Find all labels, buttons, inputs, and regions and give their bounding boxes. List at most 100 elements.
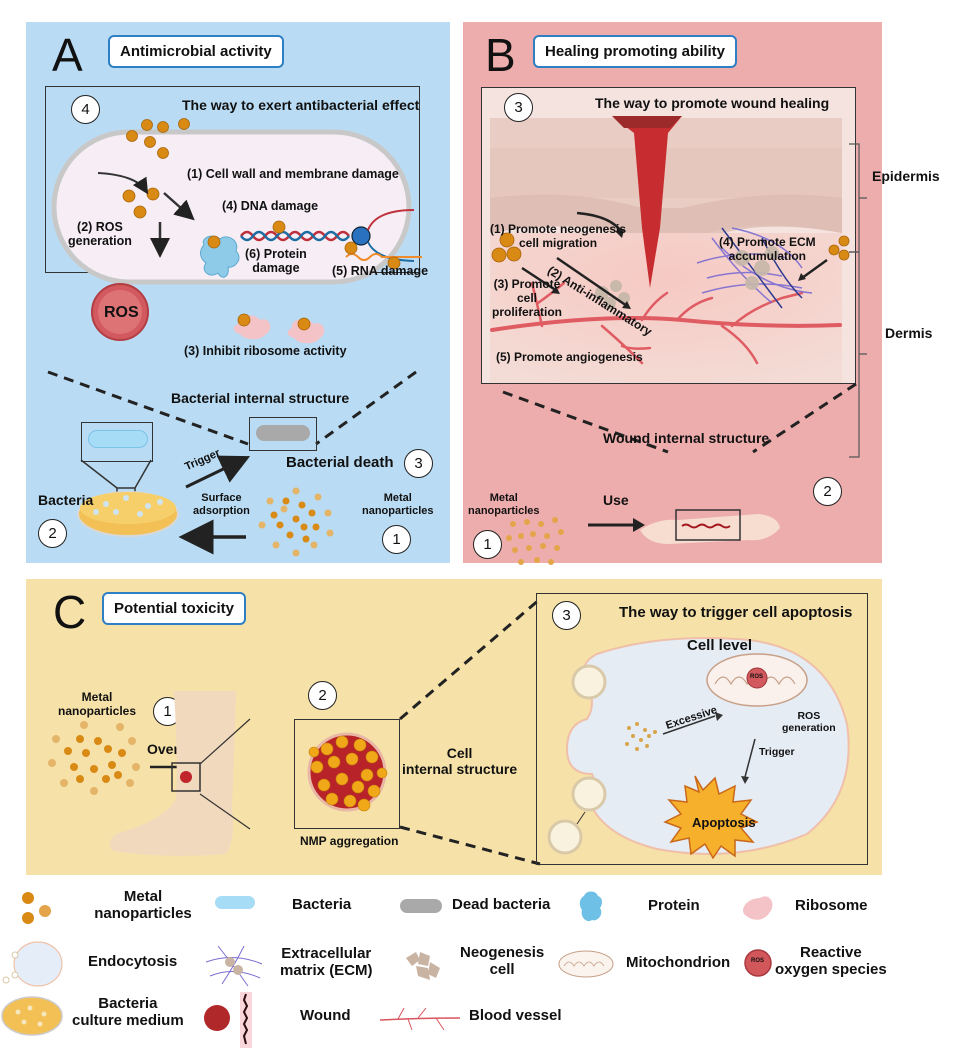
legend-label-metal-nanoparticles: Metal nanoparticles	[78, 888, 208, 923]
mechanism-cell-wall: (1) Cell wall and membrane damage	[187, 167, 399, 181]
legend-line1: Neogenesis	[460, 944, 545, 961]
mechanism-ecm-line1: (4) Promote ECM	[719, 235, 816, 249]
panel-letter-a: A	[52, 29, 83, 81]
mechanism-protein-line1: (6) Protein	[245, 247, 307, 261]
culture-medium-icon	[1, 996, 63, 1036]
ribosome-icon	[743, 896, 773, 920]
layer-brackets	[849, 143, 867, 458]
adsorption-line2: adsorption	[193, 504, 250, 517]
mechanism-proliferation-line2: cell	[517, 290, 538, 305]
dead-bacterium-frame	[249, 417, 317, 451]
step-badge-1: 1	[382, 525, 411, 554]
bacterial-death-label: Bacterial death	[286, 454, 394, 471]
ros-generation-label: ROS generation	[782, 710, 836, 734]
aggregation-label: NMP aggregation	[300, 834, 399, 848]
legend-line2: nanoparticles	[94, 905, 192, 923]
mechanism-rna: (5) RNA damage	[332, 264, 429, 278]
structure-label: Wound internal structure	[603, 430, 770, 446]
step-badge-2: 2	[38, 519, 67, 548]
cell-structure-line1: Cell	[446, 745, 473, 761]
metal-nanoparticles-icon	[258, 487, 334, 557]
legend-label-bacteria: Bacteria	[292, 896, 352, 913]
legend-label-protein: Protein	[648, 897, 700, 914]
mechanism-protein: (6) Protein damage	[245, 247, 307, 276]
mechanism-migration-line1: (1) Promote neogenesis	[490, 222, 627, 236]
legend-label-ribosome: Ribosome	[795, 897, 868, 914]
legend-label-wound: Wound	[300, 1007, 351, 1024]
dead-bacteria-icon	[256, 425, 310, 441]
metal-nanoparticles-icon	[22, 892, 51, 924]
structure-label: Bacterial internal structure	[171, 390, 350, 406]
step-badge-1: 1	[473, 530, 502, 559]
legend-label-endocytosis: Endocytosis	[88, 953, 178, 970]
cell-structure-line2: internal structure	[402, 761, 518, 778]
metal-nanoparticles-label: Metal nanoparticles	[58, 690, 137, 719]
apoptosis-inset: 3 The way to trigger cell apoptosis Cell…	[536, 593, 868, 865]
use-label: Use	[603, 492, 629, 508]
legend-label-neogenesis-cell: Neogenesis cell	[460, 944, 544, 979]
trigger-arrow	[185, 455, 251, 489]
epidermis-label: Epidermis	[872, 168, 940, 184]
bacteria-label: Bacteria	[38, 492, 94, 508]
legend-line1: Bacteria	[98, 995, 158, 1012]
panel-letter-b: B	[485, 29, 516, 81]
metal-nanoparticles-line2: nanoparticles	[362, 504, 434, 517]
legend-label-blood-vessel: Blood vessel	[469, 1007, 562, 1024]
aggregation-zoom-lines	[199, 718, 251, 830]
dna-icon	[240, 209, 422, 270]
leg-icon	[109, 691, 236, 856]
ros-generation-line1: ROS	[797, 710, 821, 722]
arm-wound-icon	[640, 509, 780, 544]
metal-nanoparticles-label: Metal nanoparticles	[362, 492, 434, 517]
metal-nanoparticles-line1: Metal	[489, 492, 518, 504]
adsorption-label: Surface adsorption	[193, 492, 250, 517]
cell-membrane	[547, 637, 850, 860]
zoom-dashed-lines	[399, 597, 541, 866]
bacteria-icon	[215, 896, 255, 909]
dead-bacteria-icon	[400, 899, 442, 913]
mechanism-migration: (1) Promote neogenesis cell migration	[490, 222, 627, 251]
inset-title: The way to trigger cell apoptosis	[619, 604, 853, 621]
inset-title: The way to exert antibacterial effect	[182, 97, 420, 113]
legend-line1: Metal	[123, 888, 163, 905]
panel-title-toxicity: Potential toxicity	[102, 592, 247, 625]
aggregation-frame	[294, 719, 400, 829]
mechanism-migration-line2: cell migration	[519, 235, 598, 250]
bacterial-inset: 4 The way to exert antibacterial effect …	[45, 86, 428, 285]
ros-label: ROS	[104, 304, 139, 321]
metal-nanoparticles-line1: Metal	[81, 690, 113, 704]
panel-title-healing: Healing promoting ability	[533, 35, 738, 68]
inset-title: The way to promote wound healing	[595, 95, 830, 111]
ribosome-icon	[233, 313, 325, 344]
mechanism-ros: (2) ROS generation	[68, 220, 132, 249]
mechanism-dna: (4) DNA damage	[222, 199, 319, 213]
use-arrow	[588, 518, 645, 532]
step-badge-3: 3	[404, 449, 433, 478]
apoptosis-label: Apoptosis	[692, 815, 756, 830]
ros-icon	[91, 283, 149, 341]
legend-line1: Reactive	[800, 944, 862, 961]
cell-structure-label: Cell internal structure	[402, 745, 517, 777]
panel-toxicity: C Potential toxicity Metal nanoparticles…	[26, 579, 882, 875]
step-badge-3: 3	[552, 601, 581, 630]
mechanism-ecm-line2: accumulation	[728, 248, 807, 263]
protein-icon	[200, 235, 240, 278]
blood-vessel-icon	[379, 1007, 461, 1031]
skin-layers	[482, 88, 855, 383]
zoom-dashed-lines	[502, 382, 857, 454]
mechanism-angiogenesis: (5) Promote angiogenesis	[496, 350, 643, 364]
metal-nanoparticles-line1: Metal	[383, 492, 412, 504]
metal-nanoparticles-line2: nanoparticles	[468, 504, 540, 517]
legend-line1: Extracellular	[281, 945, 372, 962]
mechanism-ros-line1: (2) ROS	[77, 220, 123, 234]
mechanism-ribosome: (3) Inhibit ribosome activity	[184, 344, 347, 358]
legend-line2: oxygen species	[775, 961, 887, 979]
mechanism-proliferation-line3: proliferation	[492, 304, 563, 319]
nmp-aggregation-icon	[307, 732, 388, 812]
mechanism-proliferation-line1: (3) Promote	[493, 277, 561, 291]
metal-nanoparticles-line2: nanoparticles	[58, 703, 137, 718]
culture-medium-icon	[77, 491, 179, 537]
step-badge-2: 2	[813, 477, 842, 506]
legend: Metal nanoparticles Bacteria Dead bacter…	[0, 880, 955, 1052]
metal-nanoparticles-icon	[48, 721, 140, 795]
